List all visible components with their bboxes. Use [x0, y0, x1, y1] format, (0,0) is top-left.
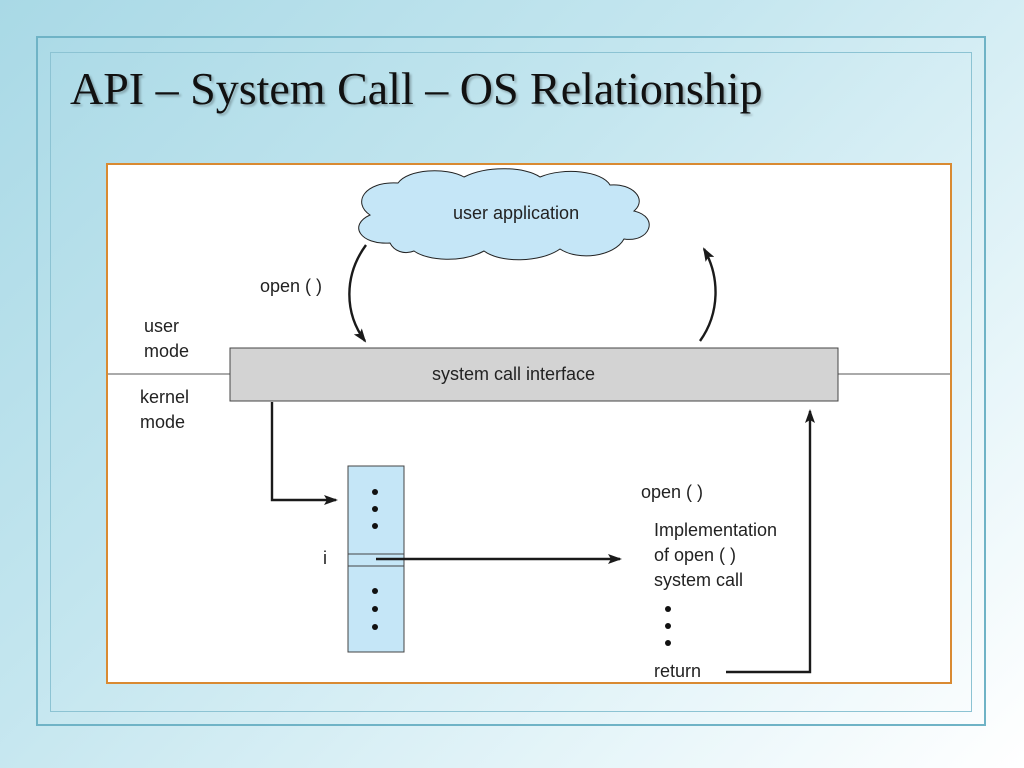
kernel-mode-line-1: kernel	[140, 387, 190, 407]
system-call-interface-box	[229, 347, 839, 402]
implementation-dot	[665, 606, 671, 612]
table-dot	[372, 588, 378, 594]
return-label: return	[654, 661, 702, 681]
user-mode-line-2: mode	[144, 341, 190, 361]
diagram-canvas	[108, 168, 950, 674]
dispatch-arrow	[270, 402, 338, 505]
user-application-label: user application	[453, 203, 580, 223]
user-mode-label: user mode	[144, 314, 189, 364]
slide-title: API – System Call – OS Relationship	[70, 63, 763, 114]
diagram-panel: user application open ( ) user mode kern…	[106, 163, 952, 684]
return-to-application-arrow	[699, 247, 717, 342]
table-dot	[372, 506, 378, 512]
slide-inner-frame	[50, 52, 972, 712]
open-call-label-top: open ( )	[260, 276, 323, 296]
slide-outer-frame	[36, 36, 986, 726]
implementation-line-2: of open ( )	[654, 545, 737, 565]
implementation-dot	[665, 640, 671, 646]
user-mode-line-1: user	[144, 316, 180, 336]
open-call-label-bottom: open ( )	[641, 482, 704, 502]
table-dot	[372, 489, 378, 495]
implementation-dot	[665, 623, 671, 629]
table-dot	[372, 624, 378, 630]
implementation-line-1: Implementation	[654, 520, 778, 540]
system-call-interface-label: system call interface	[432, 364, 596, 384]
table-dot	[372, 606, 378, 612]
return-arrow	[726, 409, 815, 674]
table-dot	[372, 523, 378, 529]
open-call-arrow	[348, 244, 367, 343]
implementation-label: Implementation of open ( ) system call	[654, 518, 777, 593]
user-application-cloud	[358, 168, 650, 261]
table-index-label: i	[323, 548, 327, 568]
kernel-mode-line-2: mode	[140, 412, 186, 432]
kernel-mode-label: kernel mode	[140, 385, 189, 435]
implementation-line-3: system call	[654, 570, 744, 590]
